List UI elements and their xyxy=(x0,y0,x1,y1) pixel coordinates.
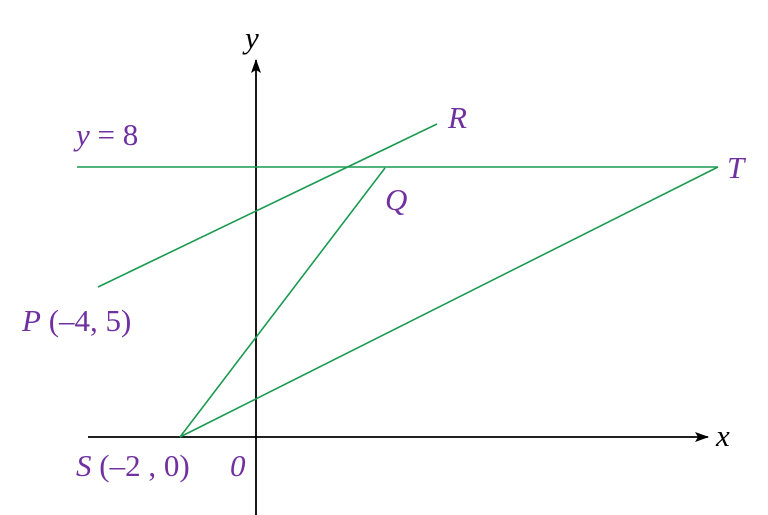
y-axis-label: y xyxy=(242,20,259,55)
x-axis-label: x xyxy=(715,418,730,453)
point-P-coords: (–4, 5) xyxy=(41,303,131,338)
point-label-Q: Q xyxy=(385,182,407,217)
line-label-var: y xyxy=(73,117,90,152)
point-label-P: P (–4, 5) xyxy=(21,303,131,338)
point-S-name: S xyxy=(76,448,92,483)
point-label-S: S (–2 , 0) xyxy=(76,448,190,483)
point-label-T: T xyxy=(727,150,747,185)
point-P-name: P xyxy=(21,303,41,338)
segment-SQ xyxy=(179,167,386,438)
line-label-y-8: y = 8 xyxy=(73,117,138,152)
origin-label: 0 xyxy=(230,448,246,483)
line-PR xyxy=(97,123,438,288)
point-label-R: R xyxy=(447,100,467,135)
segment-ST xyxy=(179,166,719,438)
point-S-coords: (–2 , 0) xyxy=(92,448,190,483)
line-label-rest: = 8 xyxy=(90,117,138,152)
